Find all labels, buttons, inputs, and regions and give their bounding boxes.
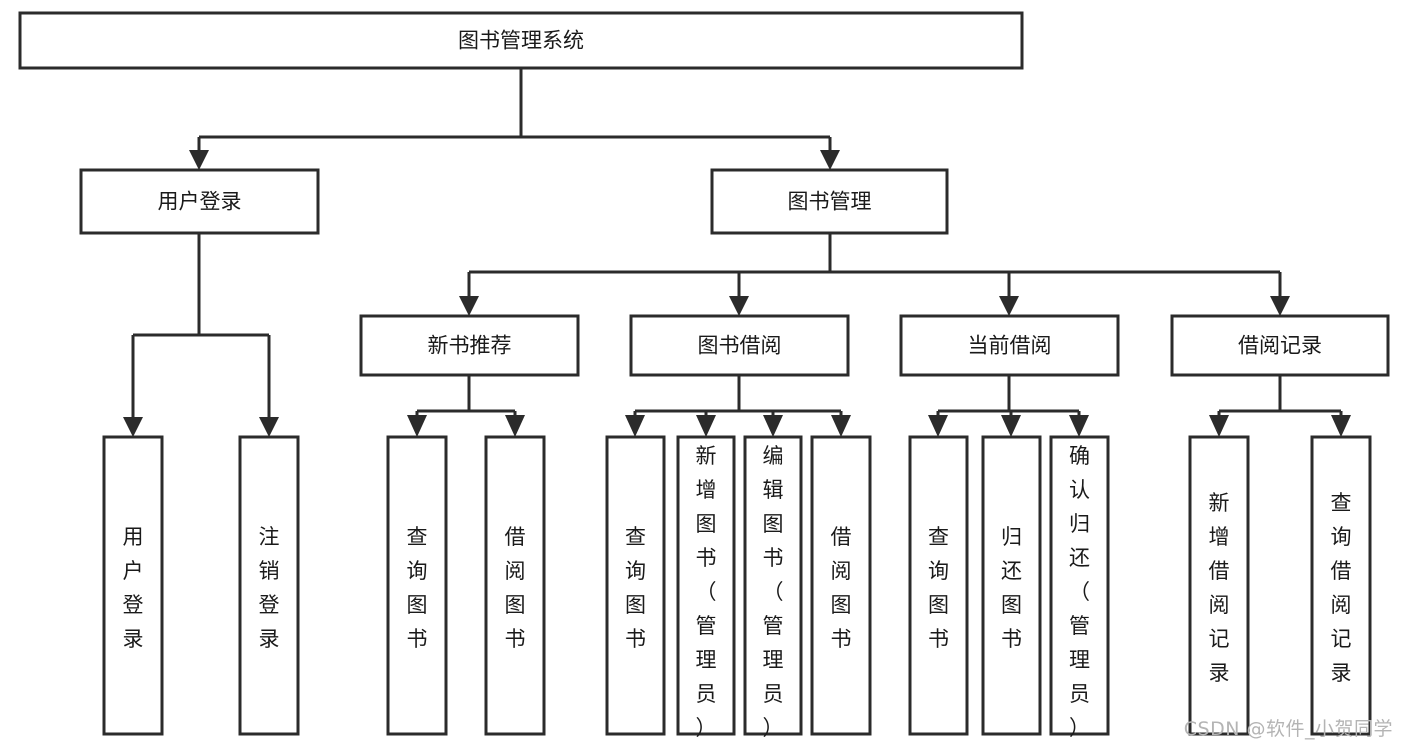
vertical-paren-glyph: ） xyxy=(763,716,784,740)
node-l-br-add[interactable]: 新增借阅记录 xyxy=(1188,435,1250,736)
node-label-l-br-query: 查询借阅记录 xyxy=(1331,491,1352,685)
node-l-bb-add[interactable]: 新增图书（管理员） xyxy=(676,435,736,740)
node-box-l-nb-query[interactable] xyxy=(386,435,448,736)
node-l-cb-return[interactable]: 归还图书 xyxy=(981,435,1042,736)
connector-group-new-book xyxy=(407,375,525,437)
node-label-l-bb-edit: 编辑图书（管理员） xyxy=(763,444,784,740)
node-label-n-book-borrow: 图书借阅 xyxy=(698,334,782,358)
node-label-n-borrow-record: 借阅记录 xyxy=(1238,334,1322,358)
node-l-br-query[interactable]: 查询借阅记录 xyxy=(1310,435,1372,736)
node-boxes-layer: 图书管理系统用户登录图书管理新书推荐图书借阅当前借阅借阅记录用户登录注销登录查询… xyxy=(18,11,1390,740)
node-label-root: 图书管理系统 xyxy=(458,29,584,53)
connector-group-book-manage xyxy=(459,233,1290,316)
arrow-head-leaf-br-query xyxy=(1331,415,1351,437)
node-label-n-book-manage: 图书管理 xyxy=(788,190,872,214)
arrow-head-book-borrow xyxy=(729,296,749,316)
node-label-l-cb-query: 查询图书 xyxy=(928,525,949,651)
node-n-borrow-record[interactable]: 借阅记录 xyxy=(1170,314,1390,377)
node-label-l-br-add: 新增借阅记录 xyxy=(1209,491,1230,685)
node-label-n-current-borrow: 当前借阅 xyxy=(968,334,1052,358)
node-box-n-book-manage[interactable] xyxy=(710,168,949,235)
node-box-l-bb-edit[interactable] xyxy=(743,435,803,736)
node-label-n-user-login: 用户登录 xyxy=(158,190,242,214)
vertical-paren-glyph: （ xyxy=(696,580,717,604)
connector-group-book-borrow xyxy=(625,375,851,437)
arrow-head-new-book xyxy=(459,296,479,316)
arrow-head-leaf-bb-add xyxy=(696,415,716,437)
node-label-l-user-login: 用户登录 xyxy=(123,525,144,651)
node-box-l-br-query[interactable] xyxy=(1310,435,1372,736)
node-n-user-login[interactable]: 用户登录 xyxy=(79,168,320,235)
arrow-head-leaf-nb-query xyxy=(407,415,427,437)
arrow-head-leaf-user-logout xyxy=(259,417,279,437)
node-box-l-bb-add[interactable] xyxy=(676,435,736,736)
arrow-head-leaf-nb-borrow xyxy=(505,415,525,437)
arrow-head-borrow-record xyxy=(1270,296,1290,316)
node-box-l-user-logout[interactable] xyxy=(238,435,300,736)
node-l-nb-borrow[interactable]: 借阅图书 xyxy=(484,435,546,736)
node-box-l-cb-query[interactable] xyxy=(908,435,969,736)
connector-group-user-login xyxy=(123,233,279,437)
node-n-current-borrow[interactable]: 当前借阅 xyxy=(899,314,1120,377)
node-box-l-cb-return[interactable] xyxy=(981,435,1042,736)
node-label-l-user-logout: 注销登录 xyxy=(259,525,280,651)
node-label-l-bb-query: 查询图书 xyxy=(625,525,646,651)
node-l-cb-confirm[interactable]: 确认归还（管理员） xyxy=(1049,435,1110,740)
node-box-l-user-login[interactable] xyxy=(102,435,164,736)
connector-group-root xyxy=(189,68,840,170)
node-l-bb-edit[interactable]: 编辑图书（管理员） xyxy=(743,435,803,740)
arrow-head-leaf-cb-confirm xyxy=(1069,415,1089,437)
arrow-head-leaf-bb-borrow xyxy=(831,415,851,437)
arrow-head-current-borrow xyxy=(999,296,1019,316)
node-box-l-cb-confirm[interactable] xyxy=(1049,435,1110,736)
node-l-cb-query[interactable]: 查询图书 xyxy=(908,435,969,736)
arrow-head-leaf-br-add xyxy=(1209,415,1229,437)
vertical-paren-glyph: ） xyxy=(696,716,717,740)
node-box-n-current-borrow[interactable] xyxy=(899,314,1120,377)
node-root[interactable]: 图书管理系统 xyxy=(18,11,1024,70)
node-label-l-cb-confirm: 确认归还（管理员） xyxy=(1069,444,1090,740)
arrow-head-leaf-cb-query xyxy=(928,415,948,437)
node-l-nb-query[interactable]: 查询图书 xyxy=(386,435,448,736)
connector-group-current-borrow xyxy=(928,375,1089,437)
node-l-user-login[interactable]: 用户登录 xyxy=(102,435,164,736)
node-box-n-user-login[interactable] xyxy=(79,168,320,235)
node-l-bb-query[interactable]: 查询图书 xyxy=(605,435,666,736)
arrow-head-leaf-bb-edit xyxy=(763,415,783,437)
node-box-l-nb-borrow[interactable] xyxy=(484,435,546,736)
connector-group-borrow-record xyxy=(1209,375,1351,437)
node-label-l-cb-return: 归还图书 xyxy=(1001,525,1022,651)
arrow-head-leaf-user-login xyxy=(123,417,143,437)
node-label-l-nb-query: 查询图书 xyxy=(407,525,428,651)
arrow-head-book-manage xyxy=(820,150,840,170)
node-label-l-bb-borrow: 借阅图书 xyxy=(831,525,852,651)
vertical-paren-glyph: ） xyxy=(1069,716,1090,740)
node-box-n-book-borrow[interactable] xyxy=(629,314,850,377)
node-box-n-borrow-record[interactable] xyxy=(1170,314,1390,377)
arrow-head-leaf-cb-return xyxy=(1001,415,1021,437)
arrow-head-user-login xyxy=(189,150,209,170)
vertical-paren-glyph: （ xyxy=(763,580,784,604)
node-box-l-bb-query[interactable] xyxy=(605,435,666,736)
node-box-l-br-add[interactable] xyxy=(1188,435,1250,736)
node-n-new-book[interactable]: 新书推荐 xyxy=(359,314,580,377)
node-label-n-new-book: 新书推荐 xyxy=(428,334,512,358)
node-box-l-bb-borrow[interactable] xyxy=(810,435,872,736)
node-box-n-new-book[interactable] xyxy=(359,314,580,377)
node-label-l-bb-add: 新增图书（管理员） xyxy=(696,444,717,740)
node-box-root[interactable] xyxy=(18,11,1024,70)
arrow-head-leaf-bb-query xyxy=(625,415,645,437)
node-l-user-logout[interactable]: 注销登录 xyxy=(238,435,300,736)
node-n-book-manage[interactable]: 图书管理 xyxy=(710,168,949,235)
vertical-paren-glyph: （ xyxy=(1069,580,1090,604)
node-l-bb-borrow[interactable]: 借阅图书 xyxy=(810,435,872,736)
node-label-l-nb-borrow: 借阅图书 xyxy=(505,525,526,651)
node-n-book-borrow[interactable]: 图书借阅 xyxy=(629,314,850,377)
